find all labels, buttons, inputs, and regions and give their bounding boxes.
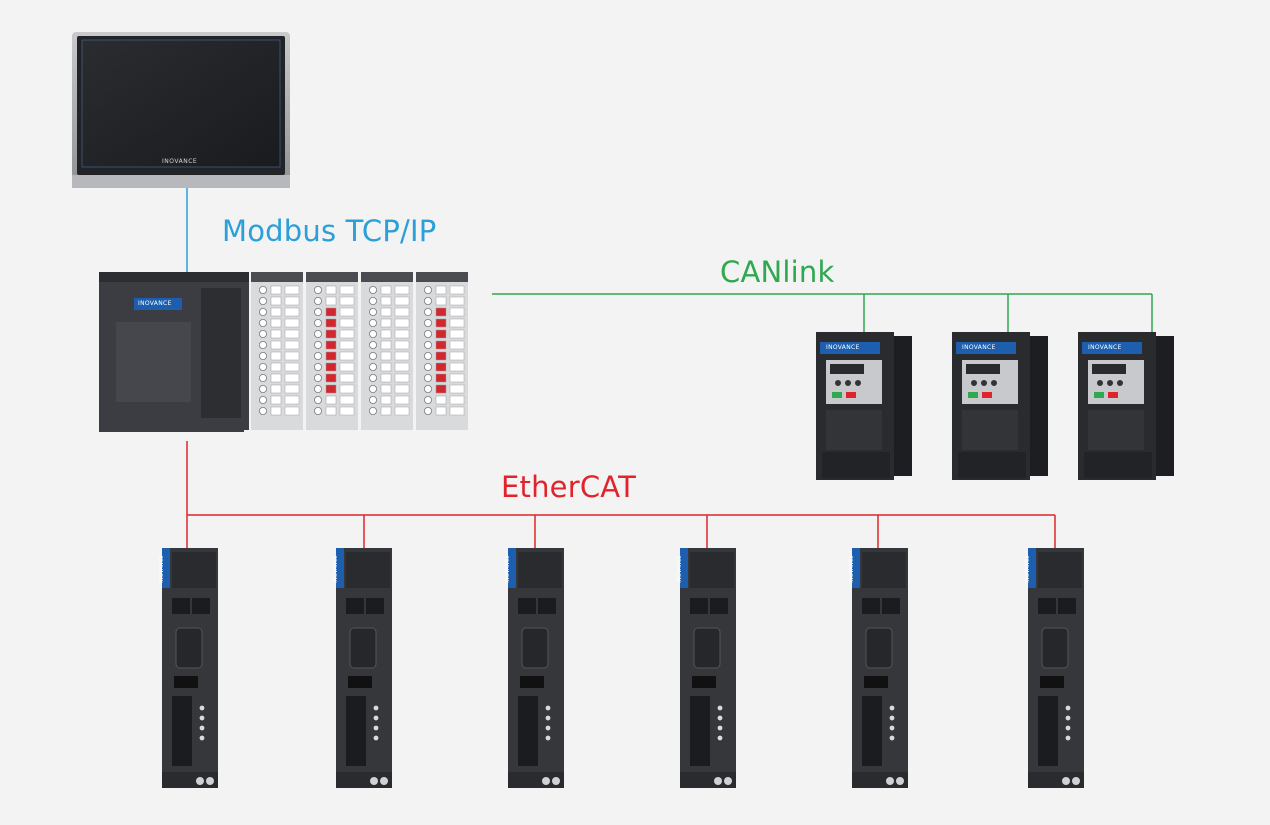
ethercat-label: EtherCAT <box>501 470 636 504</box>
servo-drive: INOVANCE <box>848 548 910 790</box>
servo-brand-logo: INOVANCE <box>676 555 683 583</box>
plc-io-module <box>306 272 358 430</box>
inverter-brand-logo: INOVANCE <box>1088 344 1122 351</box>
plc-io-module <box>251 272 303 430</box>
servo-brand-logo: INOVANCE <box>332 555 339 583</box>
plc-rack <box>99 272 468 432</box>
servo-drive-icon <box>680 548 736 788</box>
servo-drive: INOVANCE <box>332 548 394 790</box>
servo-drive-icon <box>1028 548 1084 788</box>
servo-brand-logo: INOVANCE <box>158 555 165 583</box>
servo-drive-icon <box>852 548 908 788</box>
servo-drive: INOVANCE <box>676 548 738 790</box>
servo-drive-icon <box>162 548 218 788</box>
inverter-drive: INOVANCE <box>952 330 1050 485</box>
inverter-brand-logo: INOVANCE <box>826 344 860 351</box>
inverter-drive: INOVANCE <box>816 330 914 485</box>
servo-brand-logo: INOVANCE <box>1024 555 1031 583</box>
hmi-touchscreen <box>72 32 290 188</box>
plc-brand-logo: INOVANCE <box>138 300 172 307</box>
servo-drive: INOVANCE <box>158 548 220 790</box>
hmi-brand-logo: INOVANCE <box>162 158 198 165</box>
servo-drive: INOVANCE <box>504 548 566 790</box>
ethercat-bus <box>186 441 1056 550</box>
canlink-label: CANlink <box>720 255 835 289</box>
canlink-bus <box>492 293 1153 333</box>
plc-io-module <box>416 272 468 430</box>
plc-io-module <box>361 272 413 430</box>
servo-brand-logo: INOVANCE <box>848 555 855 583</box>
inverter-icon <box>816 332 912 480</box>
inverter-icon <box>1078 332 1174 480</box>
inverter-icon <box>952 332 1048 480</box>
servo-brand-logo: INOVANCE <box>504 555 511 583</box>
servo-drive: INOVANCE <box>1024 548 1086 790</box>
inverter-brand-logo: INOVANCE <box>962 344 996 351</box>
inverter-drive: INOVANCE <box>1078 330 1176 485</box>
servo-drive-icon <box>336 548 392 788</box>
servo-drive-icon <box>508 548 564 788</box>
modbus-label: Modbus TCP/IP <box>222 214 437 248</box>
